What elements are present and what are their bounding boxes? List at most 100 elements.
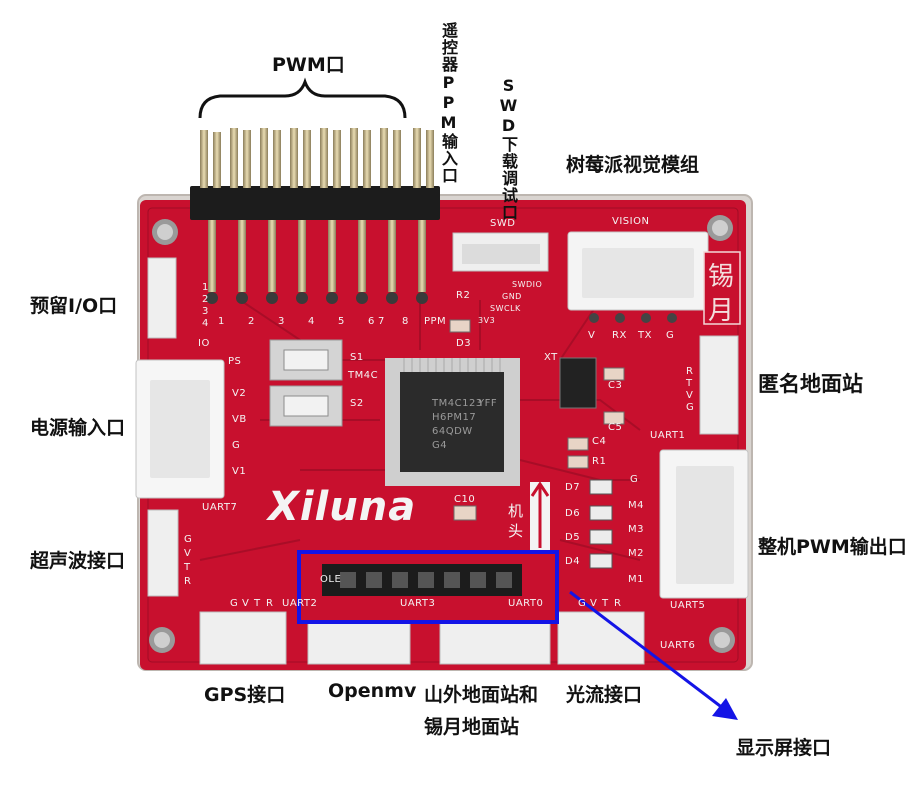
vision-pin-label: G (666, 330, 675, 341)
callout-arrow (569, 590, 738, 720)
ground-station-label: 匿名地面站 (758, 372, 863, 396)
chip-marking-4: G4 (432, 440, 448, 451)
pin-number: 1 (218, 316, 225, 327)
gps-connector (199, 611, 287, 665)
g-silk-left: G (232, 440, 241, 451)
flow-pin-label: G (578, 598, 587, 609)
ole-silk: OLE (320, 574, 342, 585)
uart7-pin-label: G (184, 534, 193, 545)
button-s1 (269, 339, 343, 381)
pin-number: 6 (368, 316, 375, 327)
stamp-box (703, 251, 741, 325)
optical-flow-label: 光流接口 (566, 684, 643, 706)
g-silk-right: G (630, 474, 639, 485)
swd-pin-label: GND (502, 292, 522, 301)
vision-pin-label: V (588, 330, 596, 341)
swd-pin-label: SWDIO (512, 280, 543, 289)
uart3-connector (439, 621, 551, 665)
c4-silk: C4 (592, 436, 607, 447)
uart1-pin-label: G (686, 402, 695, 413)
uart2-silk: UART2 (282, 598, 318, 609)
power-label: 电源输入口 (30, 417, 126, 439)
io-pin-label: 2 (202, 294, 209, 305)
pin-number: 2 (248, 316, 255, 327)
io-silk: IO (198, 338, 210, 349)
io-pin-label: 3 (202, 306, 209, 317)
io-label: 预留I/O口 (30, 295, 118, 317)
pwm-label: PWM口 (272, 54, 345, 76)
gps-pin-label: R (266, 598, 274, 609)
uart5-silk: UART5 (670, 600, 706, 611)
v2-silk: V2 (232, 388, 247, 399)
io-pin-label: 4 (202, 318, 209, 329)
m1-silk: M1 (628, 574, 644, 585)
vision-silk: VISION (612, 216, 650, 227)
brand-logo: Xiluna (268, 484, 417, 530)
crystal (559, 357, 597, 409)
uart1-silk: UART1 (650, 430, 686, 441)
io-pin-label: 1 (202, 282, 209, 293)
screw-bottom-left (149, 627, 175, 653)
chip-marking-yff: YFF (478, 398, 498, 409)
flow-pin-label: T (602, 598, 609, 609)
ppm-label: 遥控器PPM输入口 (439, 22, 458, 184)
display-label: 显示屏接口 (736, 737, 832, 759)
vision-module-label: 树莓派视觉模组 (566, 154, 700, 176)
pin-number: 4 (308, 316, 315, 327)
head-arrow (530, 481, 550, 552)
flow-pin-label: V (590, 598, 598, 609)
c5-silk: C5 (608, 422, 623, 433)
vision-pin-label: TX (638, 330, 652, 341)
gps-pin-label: T (254, 598, 261, 609)
c3-silk: C3 (608, 380, 623, 391)
uart7-silk: UART7 (202, 502, 238, 513)
s1-silk: S1 (350, 352, 364, 363)
screw-top-right (707, 215, 733, 241)
pin-number: 7 (378, 316, 385, 327)
v1-silk: V1 (232, 466, 247, 477)
stamp-char-1: 锡 (708, 262, 735, 292)
openmv-connector (307, 621, 411, 665)
leds (589, 479, 613, 569)
r1-silk: R1 (592, 456, 607, 467)
swd-silk: SWD (490, 218, 516, 229)
d5-silk: D5 (565, 532, 581, 543)
pwm-brace (198, 77, 407, 119)
pwm-header-base (190, 186, 440, 220)
ppm-silk: PPM (424, 316, 447, 327)
m4-silk: M4 (628, 500, 644, 511)
vb-silk: VB (232, 414, 247, 425)
uart1-pin-label: T (686, 378, 693, 389)
pin-number: 5 (338, 316, 345, 327)
chip-marking-1: TM4C123 (432, 398, 483, 409)
d3-silk: D3 (456, 338, 472, 349)
m2-silk: M2 (628, 548, 644, 559)
uart1-pin-label: V (686, 390, 694, 401)
ultrasonic-label: 超声波接口 (30, 550, 126, 572)
r2-silk: R2 (456, 290, 471, 301)
head-char-1: 机 (508, 502, 524, 520)
d6-silk: D6 (565, 508, 581, 519)
uart3-silk: UART3 (400, 598, 436, 609)
uart7-pin-label: R (184, 576, 192, 587)
tm4c-silk: TM4C (348, 370, 379, 381)
pwm-pins (200, 128, 434, 188)
vision-pin-label: RX (612, 330, 627, 341)
button-s2 (269, 385, 343, 427)
display-callout-box (297, 550, 559, 624)
pin-number: 3 (278, 316, 285, 327)
c10-silk: C10 (454, 494, 476, 505)
uart6-silk: UART6 (660, 640, 696, 651)
swd-pin-label: 3V3 (478, 316, 496, 325)
chip-marking-3: 64QDW (432, 426, 473, 437)
pin-number: 8 (402, 316, 409, 327)
mcu-chip (385, 358, 520, 486)
gps-pin-label: G (230, 598, 239, 609)
head-char-2: 头 (508, 522, 524, 540)
uart1-connector (699, 335, 739, 435)
swd-label: SWD下载调试口 (499, 76, 518, 221)
chip-marking-2: H6PM17 (432, 412, 477, 423)
flow-pin-label: R (614, 598, 622, 609)
screw-bottom-right (709, 627, 735, 653)
